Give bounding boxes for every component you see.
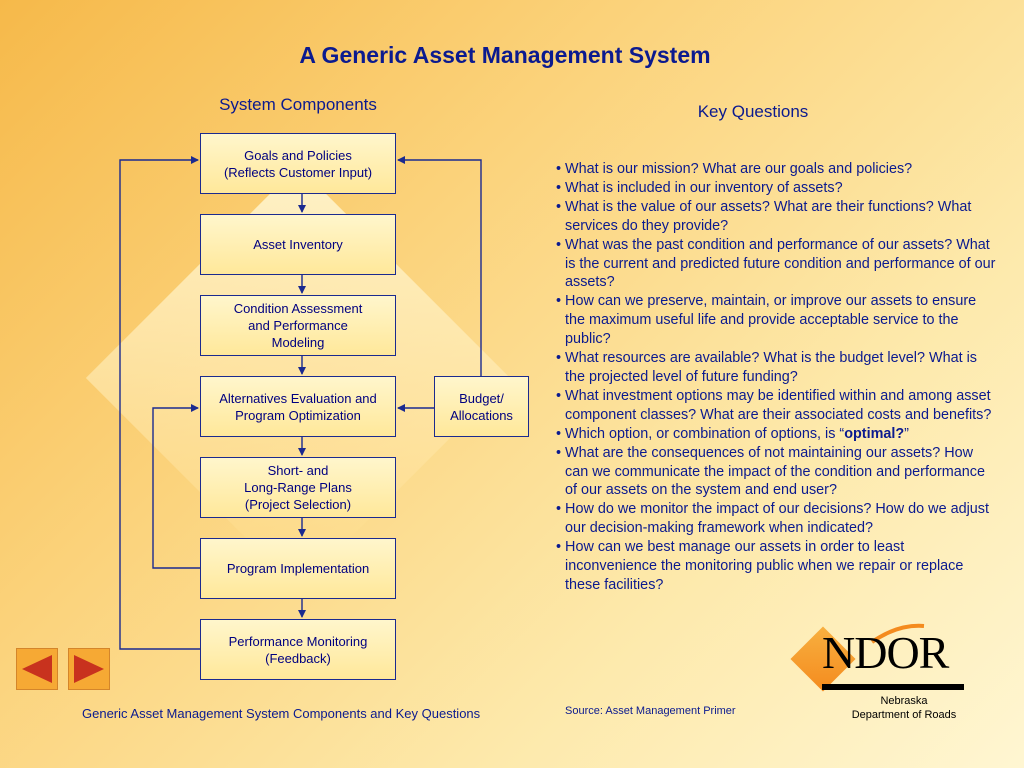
source-note: Source: Asset Management Primer [565,705,736,717]
question-item: • What was the past condition and perfor… [556,236,996,293]
question-text: How do we monitor the impact of our deci… [565,501,989,537]
question-text: What is our mission? What are our goals … [565,161,913,177]
question-emphasis: optimal? [844,425,905,442]
bullet: • [556,387,566,404]
questions-heading: Key Questions [697,102,809,121]
condition-assessment-box: Condition Assessment and Performance Mod… [200,295,396,356]
question-text: What was the past condition and performa… [565,236,996,291]
triangle-left-icon [22,655,52,683]
question-item: • Which option, or combination of option… [556,425,996,444]
bullet: • [556,350,566,367]
bullet: • [556,444,566,461]
alternatives-evaluation-box: Alternatives Evaluation and Program Opti… [200,376,396,437]
question-text-end: ” [904,425,909,442]
triangle-right-icon [74,655,104,683]
performance-monitoring-box: Performance Monitoring (Feedback) [200,619,396,680]
bullet: • [556,539,566,556]
bullet: • [556,293,566,310]
question-item: • What is included in our inventory of a… [556,179,996,198]
question-item: • What investment options may be identif… [556,387,996,425]
budget-allocations-box: Budget/ Allocations [434,376,529,437]
question-text: What resources are available? What is th… [565,350,977,385]
question-text: Which option, or combination of options,… [565,425,845,442]
program-implementation-box: Program Implementation [200,538,396,599]
question-item: • What is the value of our assets? What … [556,198,996,236]
logo-line-department: Department of Roads [851,709,957,721]
footer-caption: Generic Asset Management System Componen… [82,706,481,721]
components-heading: System Components [219,95,377,114]
bullet: • [556,198,566,215]
question-text: What are the consequences of not maintai… [565,444,985,499]
question-item: • What are the consequences of not maint… [556,444,996,501]
question-text: What is the value of our assets? What ar… [565,198,972,234]
bullet: • [556,425,566,442]
bullet: • [556,179,566,196]
question-item: • What resources are available? What is … [556,349,996,387]
feedback-loop-implementation-to-alternatives [152,404,200,569]
arrow-budget-to-goals [397,156,482,376]
logo-bar [822,684,964,690]
bullet: • [556,236,566,253]
question-item: • How can we preserve, maintain, or impr… [556,292,996,349]
bullet: • [556,161,566,177]
bullet: • [556,501,566,518]
next-slide-button[interactable] [68,648,110,690]
question-item: • How can we best manage our assets in o… [556,538,996,595]
goals-and-policies-box: Goals and Policies (Reflects Customer In… [200,133,396,194]
logo-swoosh-icon [870,623,925,644]
asset-inventory-box: Asset Inventory [200,214,396,275]
logo-line-state: Nebraska [880,695,928,707]
page-title: A Generic Asset Management System [299,42,711,68]
plans-box: Short- and Long-Range Plans (Project Sel… [200,457,396,518]
key-questions-list: • What is our mission? What are our goal… [556,160,996,595]
question-text: What investment options may be identifie… [565,387,992,423]
question-item: • How do we monitor the impact of our de… [556,500,996,538]
feedback-loop-monitoring-to-goals [119,156,200,650]
ndor-wordmark: NDOR [822,627,949,678]
previous-slide-button[interactable] [16,648,58,690]
question-text: What is included in our inventory of ass… [565,179,843,196]
logo-caption: Nebraska Department of Roads [826,694,982,722]
question-text: How can we preserve, maintain, or improv… [565,293,977,348]
question-text: How can we best manage our assets in ord… [565,539,964,593]
question-item: • What is our mission? What are our goal… [556,160,996,179]
